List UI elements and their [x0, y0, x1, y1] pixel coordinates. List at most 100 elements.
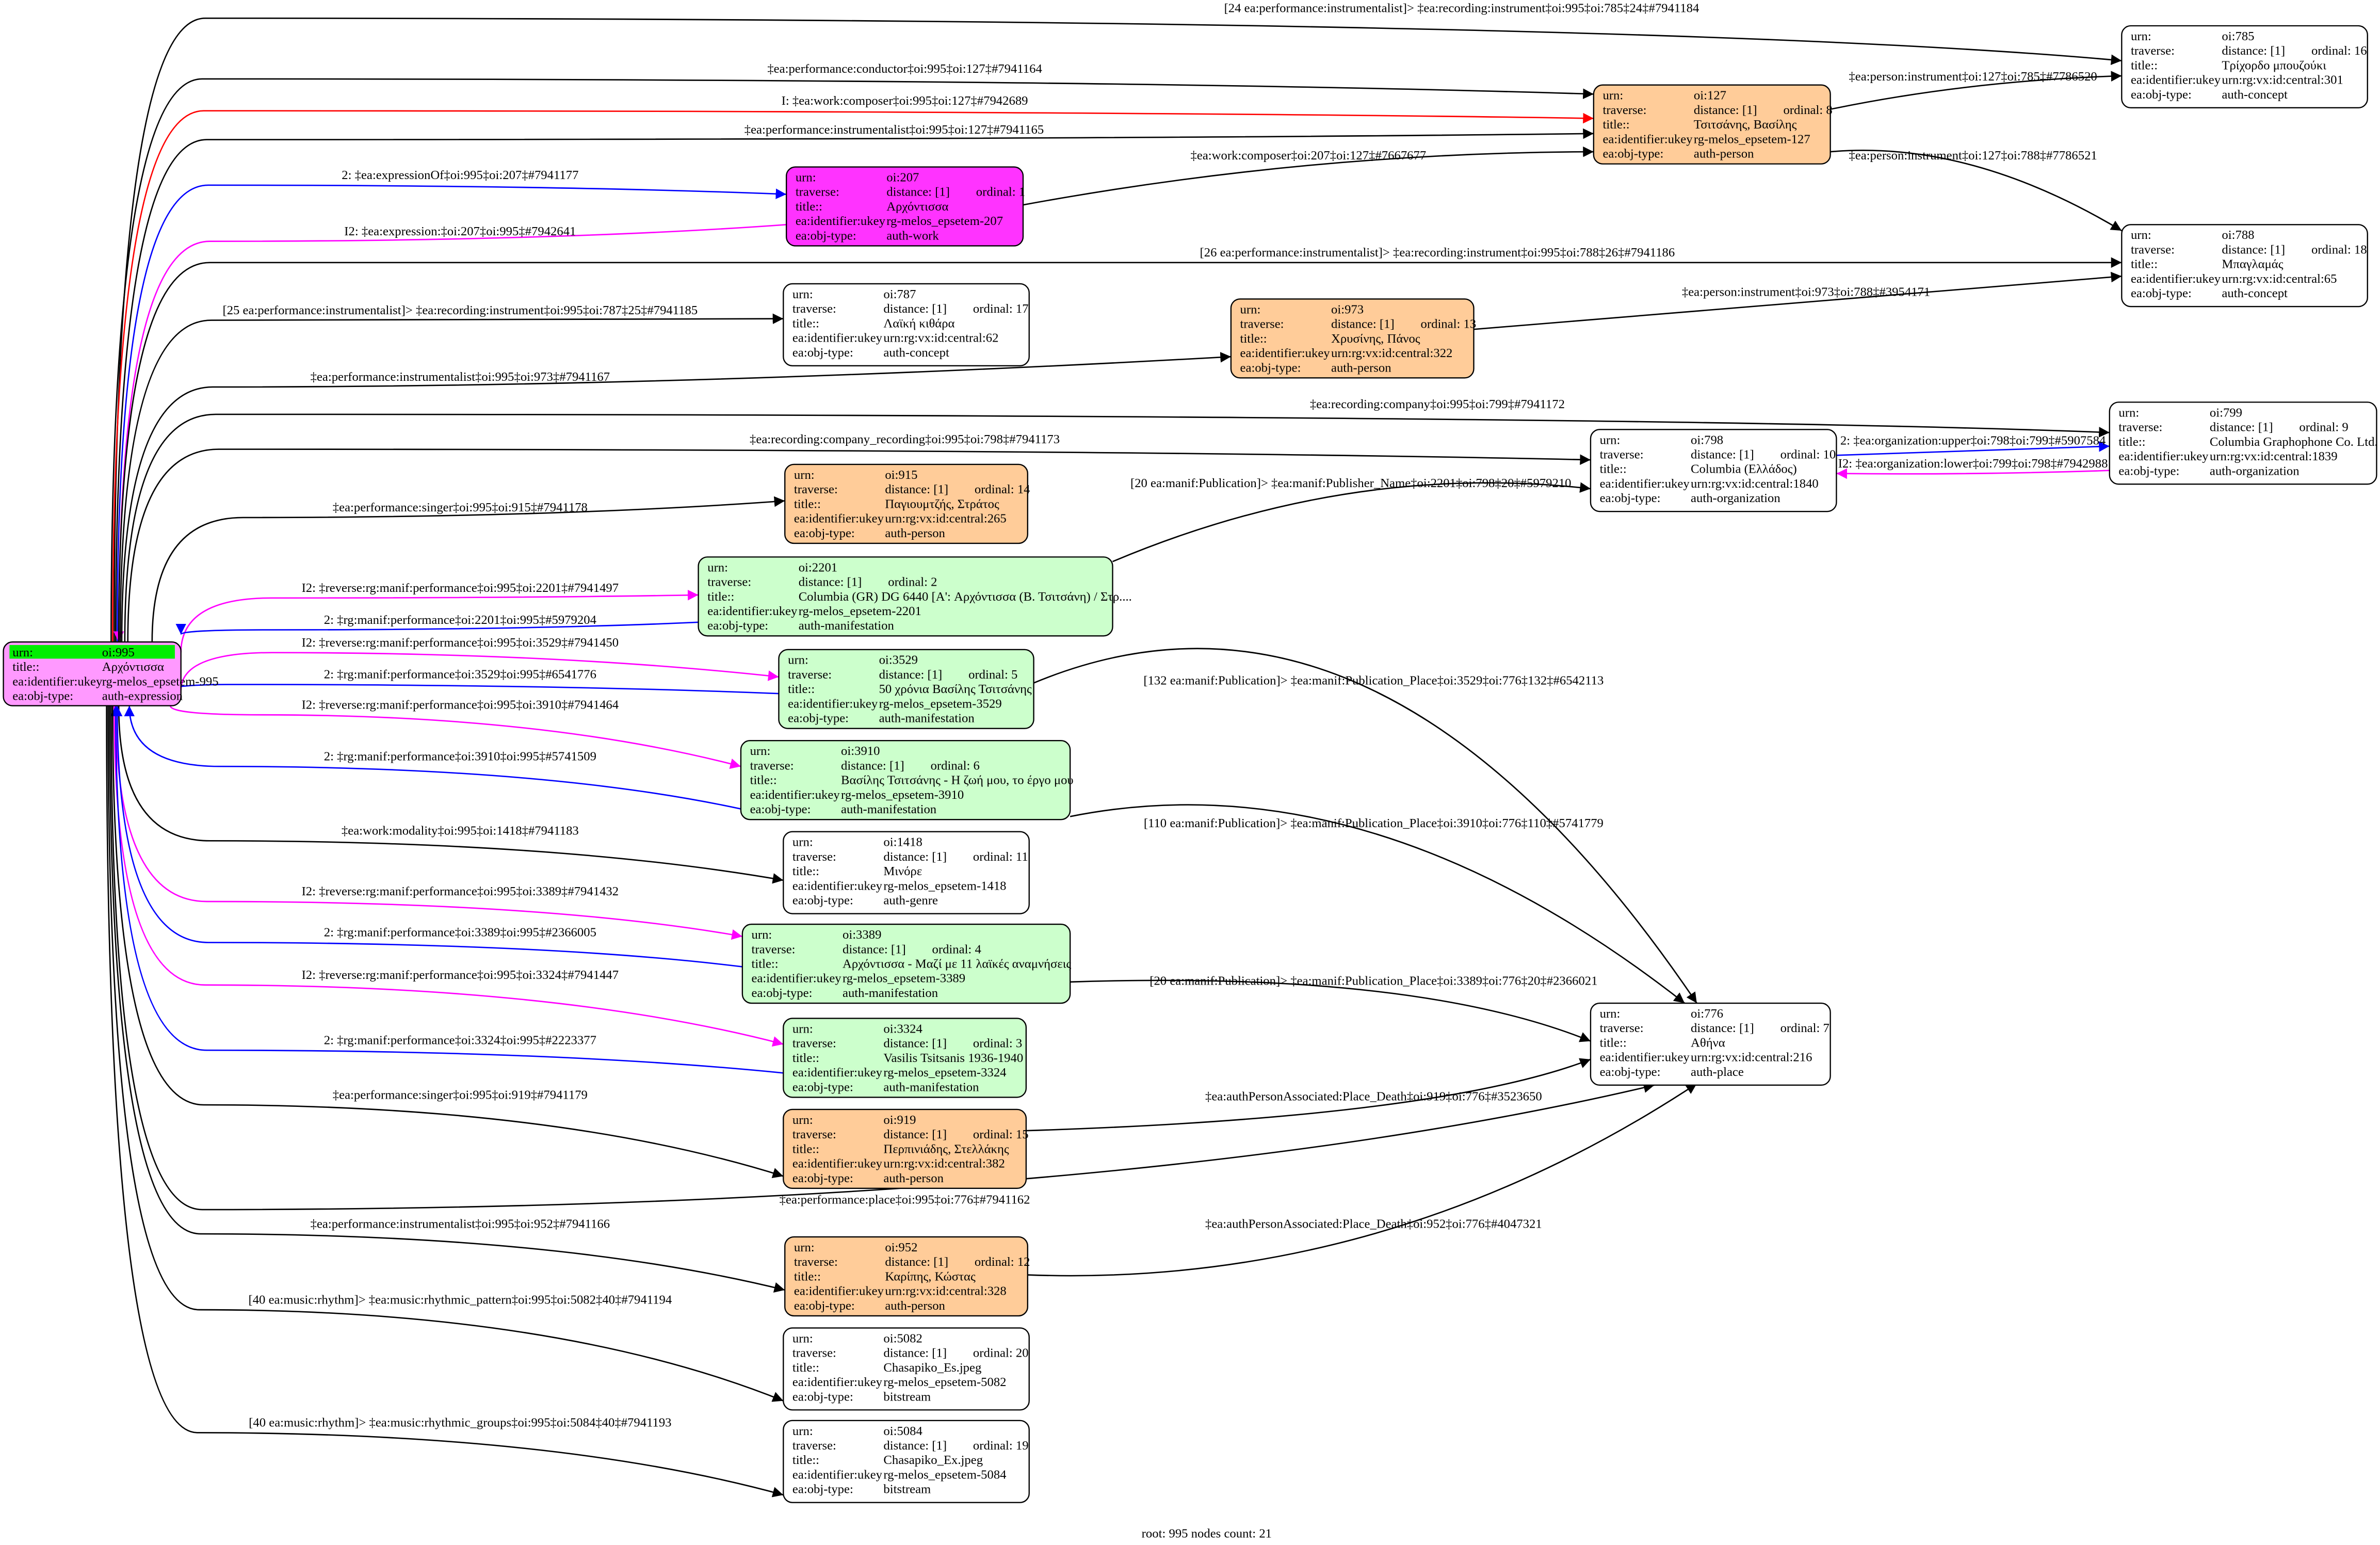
node-field-label: ea:identifier:ukey	[752, 972, 842, 986]
node-field-urn: oi:995	[102, 646, 135, 659]
node-field-urn: oi:3910	[841, 744, 880, 758]
node-distance: distance: [1]	[2222, 44, 2285, 58]
edge-label: I2: ‡reverse:rg:manif:performance‡oi:995…	[302, 884, 619, 898]
node-distance: distance: [1]	[885, 482, 948, 496]
node-field-title: Columbia (GR) DG 6440 [A': Αρχόντισσα (Β…	[799, 590, 1132, 604]
edge: I2: ‡reverse:rg:manif:performance‡oi:995…	[115, 705, 743, 940]
node-field-label: urn:	[1600, 433, 1621, 447]
node-field-label: ea:identifier:ukey	[1600, 1051, 1690, 1065]
node-field-label: traverse:	[792, 302, 836, 316]
node-distance: distance: [1]	[883, 1346, 947, 1360]
node-field-label: urn:	[792, 1022, 813, 1036]
edge: I2: ‡ea:expression:‡oi:207‡oi:995‡#79426…	[113, 223, 787, 642]
node-distance: distance: [1]	[2210, 421, 2273, 434]
edge-line	[124, 705, 741, 810]
edge: [20 ea:manif:Publication]> ‡ea:manif:Pub…	[1112, 476, 1591, 562]
node-field-label: ea:identifier:ukey	[1240, 346, 1331, 360]
node-field-label: title::	[792, 1051, 819, 1065]
node-ordinal: ordinal: 14	[975, 482, 1030, 496]
node-field-label: urn:	[794, 468, 815, 482]
node-field-label: title::	[2118, 435, 2145, 449]
node-field-label: title::	[1600, 462, 1627, 476]
edge-line	[121, 352, 1231, 642]
node-field-label: traverse:	[2131, 44, 2175, 58]
edge-line	[1830, 71, 2122, 110]
edge-line	[113, 705, 784, 1047]
node-field-label: title::	[2131, 58, 2158, 72]
edge: ‡ea:performance:singer‡oi:995‡oi:915‡#79…	[151, 496, 785, 642]
node-field-title: Αρχόντισσα - Μαζί με 11 λαϊκές αναμνήσει…	[843, 957, 1071, 971]
node-field-ukey: rg-melos_epsetem-995	[102, 674, 219, 688]
node-field-label: ea:obj-type:	[792, 346, 853, 360]
node-field-label: ea:identifier:ukey	[2131, 73, 2221, 87]
node-field-label: title::	[792, 1142, 819, 1156]
node-field-type: auth-person	[1331, 361, 1391, 375]
node-field-title: Βασίλης Τσιτσάνης - Η ζωή μου, το έργο μ…	[841, 774, 1074, 787]
node-field-label: urn:	[752, 928, 772, 942]
node-distance: distance: [1]	[883, 302, 947, 316]
edge: ‡ea:performance:instrumentalist‡oi:995‡o…	[121, 352, 1231, 642]
edge-label: ‡ea:person:instrument‡oi:127‡oi:785‡#778…	[1849, 70, 2097, 84]
node-field-urn: oi:915	[885, 468, 917, 482]
edge: ‡ea:person:instrument‡oi:127‡oi:788‡#778…	[1830, 149, 2122, 232]
node-distance: distance: [1]	[883, 850, 947, 864]
node-box	[1230, 298, 1475, 379]
node-field-type: auth-manifestation	[843, 986, 938, 1000]
edge-label: ‡ea:recording:company_recording‡oi:995‡o…	[750, 432, 1060, 446]
node-box	[1593, 84, 1831, 165]
node-field-label: ea:obj-type:	[750, 802, 811, 816]
edge-line	[119, 313, 784, 642]
node-field-ukey: urn:rg:vx:id:central:322	[1331, 346, 1452, 360]
node-field-ukey: rg-melos_epsetem-3324	[883, 1066, 1006, 1080]
node-field-type: auth-person	[1694, 147, 1754, 161]
node-ordinal: ordinal: 1	[976, 185, 1025, 199]
node-field-ukey: urn:rg:vx:id:central:382	[883, 1157, 1005, 1171]
node-field-type: auth-organization	[1691, 491, 1780, 505]
edge: ‡ea:authPersonAssociated:Place_Death‡oi:…	[1026, 1083, 1697, 1277]
node-field-label: ea:identifier:ukey	[792, 1157, 883, 1171]
edge-label: ‡ea:authPersonAssociated:Place_Death‡oi:…	[1205, 1217, 1542, 1231]
node-field-label: traverse:	[1600, 447, 1644, 461]
node-field-ukey: rg-melos_epsetem-127	[1694, 132, 1810, 146]
node-995[interactable]: urn:oi:995title::Αρχόντισσαea:identifier…	[3, 641, 219, 706]
edge-label: ‡ea:performance:place‡oi:995‡oi:776‡#794…	[780, 1193, 1030, 1206]
edge-label: I2: ‡reverse:rg:manif:performance‡oi:995…	[302, 581, 619, 595]
edge: 2: ‡ea:organization:upper‡oi:798‡oi:799‡…	[1836, 434, 2110, 456]
node-field-label: title::	[1240, 332, 1267, 346]
node-ordinal: ordinal: 12	[975, 1255, 1030, 1269]
edge-line	[109, 705, 785, 1293]
node-field-label: title::	[2131, 258, 2158, 271]
edge-line	[1026, 1058, 1591, 1132]
node-distance: distance: [1]	[885, 1255, 948, 1269]
node-field-label: title::	[1602, 118, 1629, 132]
edge-label: 2: ‡ea:organization:upper‡oi:798‡oi:799‡…	[1840, 434, 2106, 448]
node-distance: distance: [1]	[883, 1037, 947, 1051]
node-field-label: urn:	[12, 646, 33, 659]
node-field-label: urn:	[792, 1424, 813, 1438]
edge-label: 2: ‡rg:manif:performance‡oi:3389‡oi:995‡…	[324, 926, 596, 940]
node-field-label: ea:obj-type:	[2131, 286, 2192, 300]
node-field-label: ea:identifier:ukey	[1600, 477, 1690, 491]
